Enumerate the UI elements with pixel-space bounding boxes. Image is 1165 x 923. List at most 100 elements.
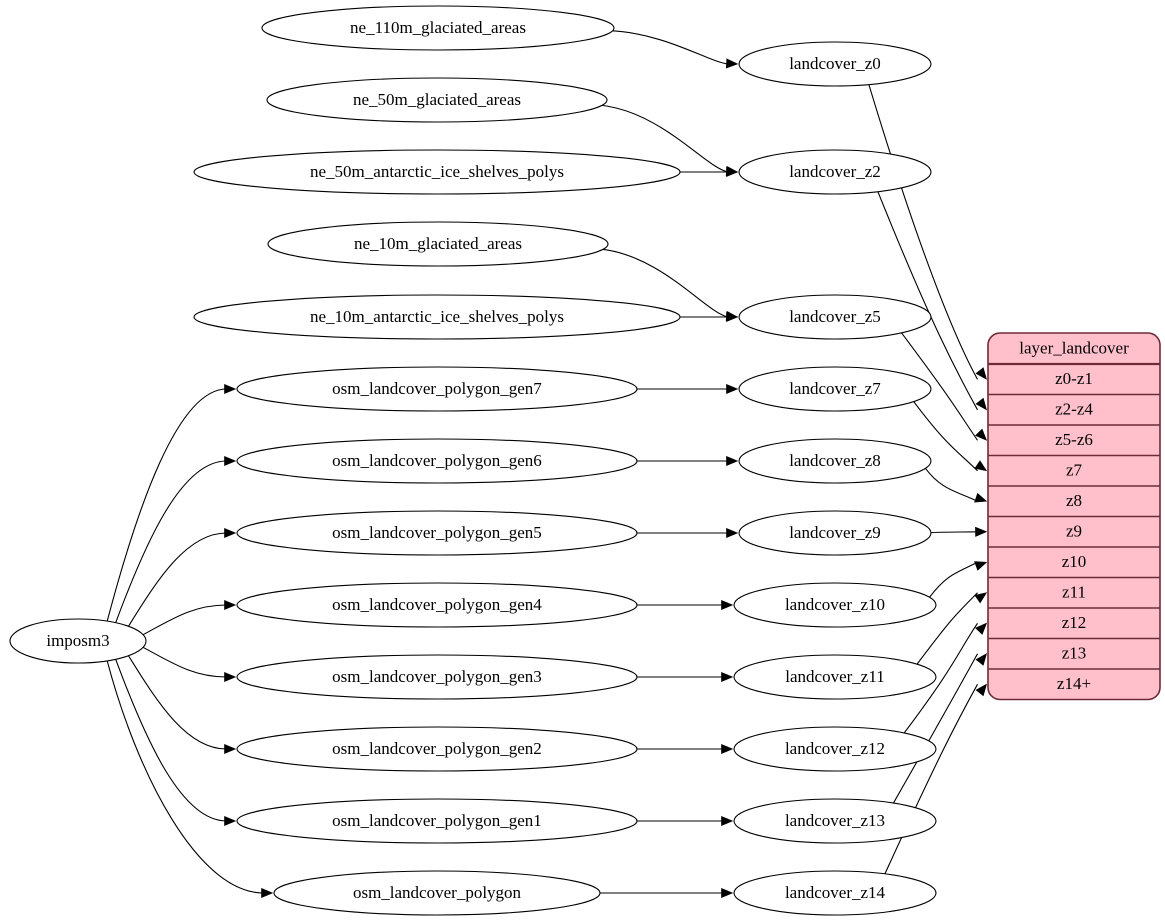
node-label-ne_50m_glaciated_areas: ne_50m_glaciated_areas xyxy=(353,90,521,109)
edge-landcover_z12-to-layer_landcover-z12 xyxy=(903,622,978,734)
node-shape-landcover_z12 xyxy=(733,726,937,772)
edge-landcover_z11-to-layer_landcover-z11 xyxy=(916,592,978,665)
node-shape-osm_landcover_polygon_gen2 xyxy=(236,726,638,772)
node-shape-osm_landcover_polygon_gen1 xyxy=(236,798,638,844)
layer-landcover-table[interactable]: layer_landcoverz0-z1z2-z4z5-z6z7z8z9z10z… xyxy=(987,332,1161,701)
node-osm_landcover_polygon_gen3[interactable]: osm_landcover_polygon_gen3 xyxy=(236,654,638,700)
edge-arrowhead xyxy=(721,887,734,899)
edge-imposm3-to-osm_landcover_polygon_gen5 xyxy=(128,532,227,627)
edge-arrowhead xyxy=(224,527,237,539)
node-osm_landcover_polygon_gen2[interactable]: osm_landcover_polygon_gen2 xyxy=(236,726,638,772)
node-shape-landcover_z7 xyxy=(738,366,932,412)
edge-imposm3-to-osm_landcover_polygon_gen1 xyxy=(115,659,227,822)
node-osm_landcover_polygon[interactable]: osm_landcover_polygon xyxy=(273,870,601,916)
node-label-landcover_z12: landcover_z12 xyxy=(785,739,885,758)
node-osm_landcover_polygon_gen4[interactable]: osm_landcover_polygon_gen4 xyxy=(236,582,638,628)
edge-arrowhead xyxy=(974,428,988,441)
edge-landcover_z7-to-layer_landcover-z7 xyxy=(913,400,978,472)
edge-imposm3-to-osm_landcover_polygon_gen7 xyxy=(106,388,227,622)
edge-arrowhead xyxy=(726,383,739,395)
node-label-ne_10m_antarctic_ice_shelves_polys: ne_10m_antarctic_ice_shelves_polys xyxy=(310,307,564,326)
node-label-osm_landcover_polygon_gen3: osm_landcover_polygon_gen3 xyxy=(332,667,542,686)
edge-landcover_z10-to-layer_landcover-z10 xyxy=(928,561,978,599)
node-label-ne_110m_glaciated_areas: ne_110m_glaciated_areas xyxy=(350,18,526,37)
node-shape-ne_10m_glaciated_areas xyxy=(267,221,609,267)
node-landcover_z5[interactable]: landcover_z5 xyxy=(738,294,932,340)
node-ne_10m_antarctic_ice_shelves_polys[interactable]: ne_10m_antarctic_ice_shelves_polys xyxy=(193,294,681,340)
node-osm_landcover_polygon_gen1[interactable]: osm_landcover_polygon_gen1 xyxy=(236,798,638,844)
node-landcover_z12[interactable]: landcover_z12 xyxy=(733,726,937,772)
edge-arrowhead xyxy=(224,455,237,467)
edge-arrowhead xyxy=(224,599,237,611)
layer-table-row-z12[interactable]: z12 xyxy=(1062,613,1087,632)
node-shape-landcover_z0 xyxy=(738,41,932,87)
edge-imposm3-to-osm_landcover_polygon xyxy=(106,660,264,894)
edge-arrowhead xyxy=(224,383,237,395)
layer-table-row-z7[interactable]: z7 xyxy=(1066,461,1083,480)
layer-table-row-z9[interactable]: z9 xyxy=(1066,522,1082,541)
layer-table-row-z11[interactable]: z11 xyxy=(1062,583,1086,602)
edge-layer xyxy=(106,30,988,899)
node-label-landcover_z7: landcover_z7 xyxy=(789,379,881,398)
edge-arrowhead xyxy=(974,460,988,472)
node-osm_landcover_polygon_gen7[interactable]: osm_landcover_polygon_gen7 xyxy=(236,366,638,412)
layer-table-row-z8[interactable]: z8 xyxy=(1066,491,1082,510)
node-shape-osm_landcover_polygon xyxy=(273,870,601,916)
edge-arrowhead xyxy=(721,599,734,611)
layer-table-row-z5-z6[interactable]: z5-z6 xyxy=(1055,430,1093,449)
edge-arrowhead xyxy=(975,653,987,666)
edge-arrowhead xyxy=(224,743,237,755)
edge-landcover_z13-to-layer_landcover-z13 xyxy=(892,653,978,804)
node-landcover_z0[interactable]: landcover_z0 xyxy=(738,41,932,87)
node-osm_landcover_polygon_gen5[interactable]: osm_landcover_polygon_gen5 xyxy=(236,510,638,556)
edge-arrowhead xyxy=(721,743,734,755)
node-shape-ne_10m_antarctic_ice_shelves_polys xyxy=(193,294,681,340)
layer-table-row-z2-z4[interactable]: z2-z4 xyxy=(1055,400,1093,419)
edge-arrowhead xyxy=(975,622,988,635)
node-imposm3[interactable]: imposm3 xyxy=(9,618,147,664)
edge-imposm3-to-osm_landcover_polygon_gen2 xyxy=(128,655,227,750)
node-ne_50m_antarctic_ice_shelves_polys[interactable]: ne_50m_antarctic_ice_shelves_polys xyxy=(193,149,681,195)
node-label-osm_landcover_polygon_gen4: osm_landcover_polygon_gen4 xyxy=(332,595,542,614)
layer-table-row-z10[interactable]: z10 xyxy=(1062,552,1087,571)
node-landcover_z11[interactable]: landcover_z11 xyxy=(733,654,937,700)
node-layer: imposm3 ne_110m_glaciated_areas ne_50m_gla… xyxy=(9,5,937,916)
edge-arrowhead xyxy=(726,455,739,467)
node-shape-landcover_z14 xyxy=(733,870,937,916)
node-shape-ne_110m_glaciated_areas xyxy=(261,5,615,51)
edge-arrowhead xyxy=(974,492,988,503)
node-shape-imposm3 xyxy=(9,618,147,664)
node-landcover_z9[interactable]: landcover_z9 xyxy=(738,510,932,556)
node-landcover_z10[interactable]: landcover_z10 xyxy=(733,582,937,628)
node-label-osm_landcover_polygon_gen6: osm_landcover_polygon_gen6 xyxy=(332,451,542,470)
layer-table-row-z14+[interactable]: z14+ xyxy=(1057,674,1091,693)
node-landcover_z2[interactable]: landcover_z2 xyxy=(738,149,932,195)
node-osm_landcover_polygon_gen6[interactable]: osm_landcover_polygon_gen6 xyxy=(236,438,638,484)
node-landcover_z7[interactable]: landcover_z7 xyxy=(738,366,932,412)
edge-arrowhead xyxy=(261,887,274,899)
edge-landcover_z5-to-layer_landcover-z5-z6 xyxy=(900,332,978,441)
edge-ne_10m_glaciated_areas-to-landcover_z5 xyxy=(599,248,729,318)
node-landcover_z14[interactable]: landcover_z14 xyxy=(733,870,937,916)
node-ne_110m_glaciated_areas[interactable]: ne_110m_glaciated_areas xyxy=(261,5,615,51)
node-landcover_z8[interactable]: landcover_z8 xyxy=(738,438,932,484)
edge-landcover_z2-to-layer_landcover-z2-z4 xyxy=(877,191,978,411)
node-label-landcover_z13: landcover_z13 xyxy=(785,811,885,830)
node-shape-landcover_z11 xyxy=(733,654,937,700)
node-shape-osm_landcover_polygon_gen3 xyxy=(236,654,638,700)
node-label-landcover_z8: landcover_z8 xyxy=(789,451,881,470)
layer-table-row-z13[interactable]: z13 xyxy=(1062,644,1087,663)
node-shape-landcover_z5 xyxy=(738,294,932,340)
edge-arrowhead xyxy=(975,397,987,411)
node-label-osm_landcover_polygon_gen1: osm_landcover_polygon_gen1 xyxy=(332,811,542,830)
node-ne_50m_glaciated_areas[interactable]: ne_50m_glaciated_areas xyxy=(266,77,608,123)
layer-table-row-z0-z1[interactable]: z0-z1 xyxy=(1055,369,1093,388)
node-shape-osm_landcover_polygon_gen6 xyxy=(236,438,638,484)
node-shape-landcover_z9 xyxy=(738,510,932,556)
edge-arrowhead xyxy=(721,815,734,827)
node-ne_10m_glaciated_areas[interactable]: ne_10m_glaciated_areas xyxy=(267,221,609,267)
node-label-landcover_z2: landcover_z2 xyxy=(789,162,881,181)
node-shape-landcover_z10 xyxy=(733,582,937,628)
node-landcover_z13[interactable]: landcover_z13 xyxy=(733,798,937,844)
